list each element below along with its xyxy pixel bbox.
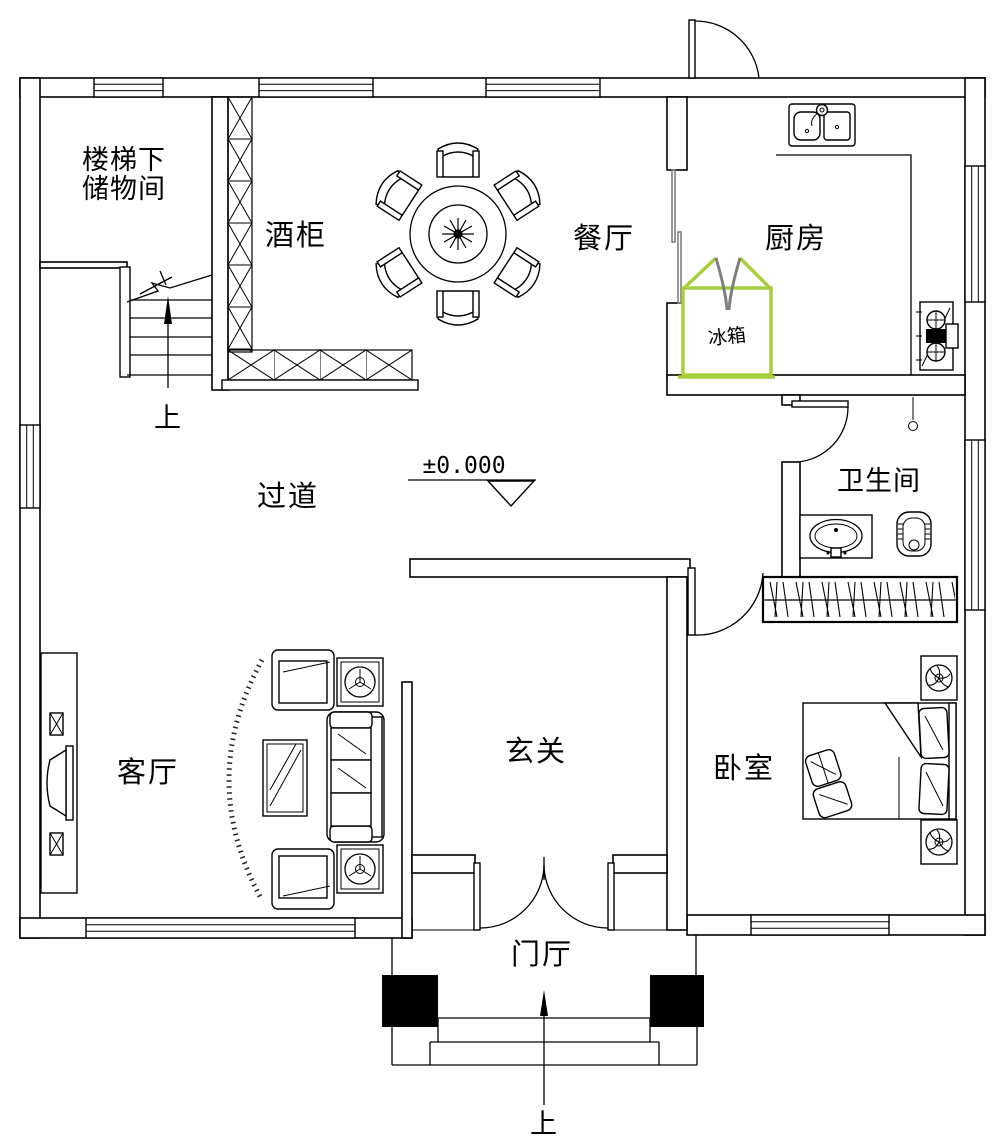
stove: [916, 301, 959, 371]
up-arrow-icon: [540, 990, 548, 1016]
wall-bedroom-west: [666, 576, 688, 931]
coffee-table: [262, 739, 308, 817]
dining-chair: [493, 169, 541, 222]
up-label-entrance: 上: [530, 1109, 558, 1139]
column: [382, 975, 438, 1027]
window: [964, 165, 986, 303]
dining-chair: [493, 246, 541, 299]
label-bathroom: 卫生间: [837, 466, 921, 496]
corner-table: [336, 657, 384, 707]
porch: 上: [382, 935, 704, 1139]
dining-table: [375, 142, 541, 326]
wall-storage-bottom: [39, 261, 128, 269]
wall-foyer-west: [401, 681, 413, 939]
windows: [19, 77, 986, 939]
tv-cabinet: [40, 652, 78, 894]
wall-bathroom-west: [781, 461, 801, 578]
wall-bathroom-jamb: [781, 394, 801, 406]
label-dining-room: 餐厅: [573, 222, 635, 255]
up-arrow-icon: [164, 296, 172, 324]
door-swing-bedroom: [687, 567, 764, 636]
wall-entry-right: [612, 854, 668, 874]
kitchen-sink: [788, 103, 856, 147]
wine-cabinet: [221, 96, 419, 391]
elevation-value: ±0.000: [422, 453, 505, 479]
decor-garland: [226, 658, 265, 902]
label-bedroom: 卧室: [713, 752, 775, 785]
centerpiece-flower-icon: [442, 218, 474, 250]
living-room-furniture: [40, 649, 385, 910]
sofa: [326, 711, 385, 843]
room-labels: 楼梯下 储物间 酒柜 餐厅 厨房 过道 卫生间 客厅 玄关 卧室 门厅: [82, 145, 921, 971]
kitchen-fixtures: 冰箱: [678, 103, 959, 431]
doors: [139, 19, 849, 931]
window: [258, 77, 374, 98]
kitchen-counter: [776, 154, 912, 375]
wall-corridor-south: [409, 558, 691, 578]
window: [19, 424, 41, 509]
label-kitchen: 厨房: [765, 222, 827, 255]
door-storage: [139, 270, 173, 295]
closet: [761, 575, 959, 624]
quilt: [804, 749, 853, 819]
sliding-door: [671, 169, 682, 304]
label-storage-2: 储物间: [82, 174, 166, 204]
armchair: [271, 848, 335, 910]
up-label-stairs: 上: [154, 403, 182, 433]
break-line: [126, 274, 213, 303]
dining-chair: [375, 169, 423, 222]
label-wine-cabinet: 酒柜: [265, 219, 327, 252]
bedroom-furniture: [802, 655, 958, 865]
label-corridor: 过道: [257, 480, 319, 513]
dining-chair: [436, 142, 480, 178]
label-living-room: 客厅: [117, 756, 179, 789]
wall-kitchen-bathroom: [666, 374, 966, 396]
folded-sheet: [883, 702, 922, 760]
window: [750, 914, 890, 936]
toilet: [896, 511, 932, 557]
nightstand: [920, 655, 958, 701]
wall-storage-right: [211, 96, 229, 391]
bed: [802, 702, 957, 820]
door-swing-kitchen-exterior: [688, 19, 760, 96]
label-door-hall: 门厅: [511, 938, 573, 971]
stairs: 上: [119, 266, 213, 433]
nightstand: [920, 819, 958, 865]
window: [85, 917, 356, 939]
window: [485, 77, 601, 98]
dining-chair: [375, 246, 423, 299]
window: [93, 77, 164, 98]
label-foyer: 玄关: [505, 735, 567, 768]
label-storage-1: 楼梯下: [82, 145, 166, 175]
elevation-marker: ±0.000: [408, 453, 536, 508]
dining-chair: [436, 290, 480, 326]
refrigerator: 冰箱: [678, 256, 775, 379]
refrigerator-label: 冰箱: [707, 324, 747, 350]
floor-drain-icon: [908, 397, 918, 431]
washbasin: [799, 514, 873, 559]
bathroom-fixtures: [799, 511, 932, 559]
door-swing-bathroom: [791, 400, 849, 463]
door-swing-entry-double: [412, 857, 667, 931]
column: [650, 975, 704, 1027]
wall-entry-left: [411, 854, 476, 874]
corner-table: [336, 844, 384, 894]
armchair: [271, 649, 335, 711]
window: [964, 439, 986, 611]
wall-dining-kitchen-top: [666, 96, 688, 171]
tv-icon: [46, 745, 74, 821]
